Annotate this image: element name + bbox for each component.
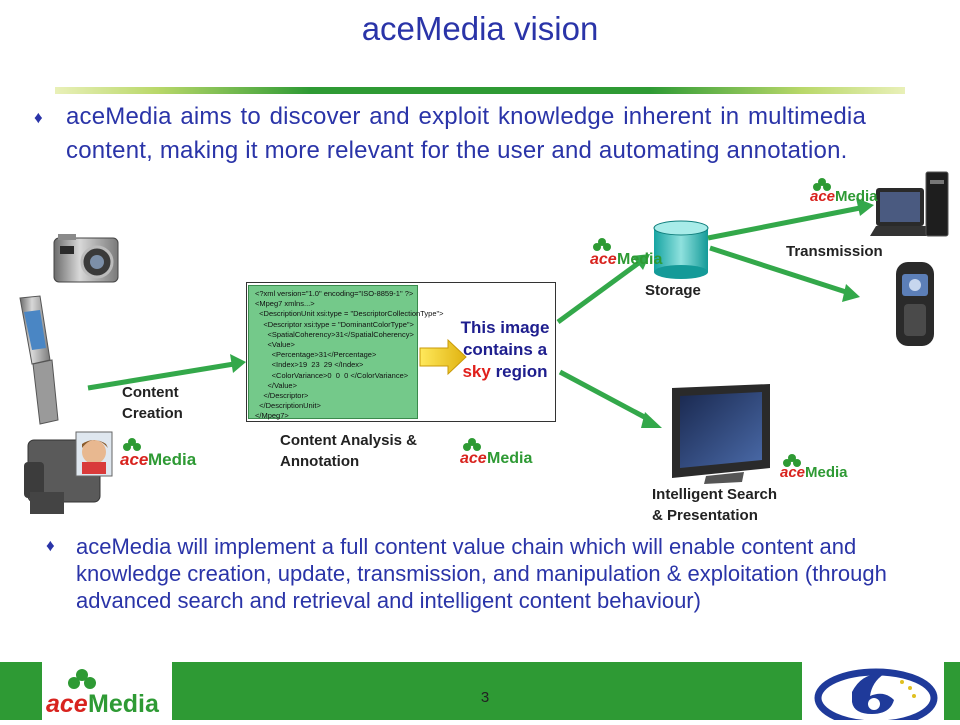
content-creation-label: Content Creation [122, 382, 183, 424]
acemedia-logo: ace Media [46, 669, 160, 718]
svg-text:Media: Media [835, 188, 878, 205]
storage-label: Storage [645, 282, 701, 299]
annotation-line-3-rest: region [490, 362, 548, 381]
svg-text:Media: Media [148, 450, 197, 469]
eu-fp6-logo [814, 668, 938, 725]
yellow-arrow-icon [419, 338, 467, 376]
title-underline [55, 87, 905, 94]
acemedia-logo: ace Media [780, 454, 848, 481]
digital-camera-icon [53, 234, 119, 283]
annotation-line-3: sky region [450, 361, 560, 383]
xml-line: </DescriptionUnit> [255, 401, 321, 411]
acemedia-logo: ace Media [120, 438, 197, 469]
camcorder-icon [24, 431, 113, 514]
xml-line: <DescriptionUnit xsi:type = "DescriptorC… [255, 309, 444, 319]
footer-eu-box [802, 662, 944, 725]
svg-text:ace: ace [46, 690, 88, 718]
mpeg7-xml-listing: <?xml version="1.0" encoding="ISO-8859-1… [248, 285, 444, 421]
page-number: 3 [480, 689, 490, 706]
xml-line: </Value> [255, 380, 297, 390]
svg-text:ace: ace [590, 251, 617, 268]
svg-text:Media: Media [487, 450, 532, 467]
storage-database-icon [653, 220, 709, 279]
label-line: Intelligent Search [652, 486, 778, 503]
search-arrow-icon [558, 369, 662, 428]
diamond-bullet-icon: ♦ [34, 108, 43, 127]
xml-line: </Mpeg7> [255, 411, 289, 421]
footer-logo-box: ace Media [42, 662, 172, 720]
svg-text:ace: ace [460, 450, 487, 467]
xml-line: <Descriptor xsi:type = "DominantColorTyp… [255, 319, 414, 329]
acemedia-logo: ace Media [810, 178, 878, 205]
xml-line: <Value> [255, 340, 295, 350]
label-line: Content [122, 384, 179, 401]
label-line: & Presentation [652, 507, 758, 524]
desktop-computer-icon [870, 171, 949, 237]
bullet-2-text: aceMedia will implement a full content v… [76, 534, 887, 613]
svg-text:ace: ace [780, 464, 805, 481]
xml-line: <SpatialCoherency>31</SpatialCoherency> [255, 329, 414, 339]
annotation-line-1: This image [460, 318, 550, 337]
storage-arrow-icon [556, 254, 650, 325]
annotation-sky-word: sky [462, 362, 491, 381]
label-line: Content Analysis & [280, 432, 417, 449]
label-line: Creation [122, 405, 183, 422]
annotation-result-text: This image contains a sky region [450, 317, 560, 383]
xml-line: <?xml version="1.0" encoding="ISO-8859-1… [255, 289, 414, 298]
xml-line: <ColorVariance>0 0 0 </ColorVariance> [255, 370, 409, 380]
bullet-1-text: aceMedia aims to discover and exploit kn… [66, 103, 866, 164]
svg-text:Media: Media [805, 464, 848, 481]
flip-phone-icon [19, 295, 59, 425]
acemedia-logo: ace Media [590, 238, 662, 268]
xml-line: <Mpeg7 xmlns...> [255, 299, 315, 309]
svg-text:ace: ace [120, 450, 148, 469]
xml-line: <Index>19 23 29 </Index> [255, 360, 364, 370]
xml-line: </Descriptor> [255, 391, 309, 401]
creation-arrow-icon [87, 354, 246, 391]
svg-text:Media: Media [88, 690, 160, 718]
annotation-line-2: contains a [462, 340, 548, 359]
acemedia-logo: ace Media [460, 438, 532, 467]
transmission-arrow-icon [707, 198, 874, 302]
slide-title: aceMedia vision [361, 10, 599, 47]
diamond-bullet-icon: ♦ [46, 536, 55, 555]
mobile-phone-icon [896, 262, 934, 346]
content-analysis-label: Content Analysis & Annotation [280, 430, 417, 472]
xml-line: <Percentage>31</Percentage> [255, 350, 377, 360]
svg-text:ace: ace [810, 188, 835, 205]
transmission-label: Transmission [786, 243, 883, 260]
intelligent-search-label: Intelligent Search & Presentation [652, 484, 777, 526]
label-line: Annotation [280, 453, 360, 470]
svg-text:Media: Media [617, 251, 662, 268]
flat-panel-display-icon [672, 384, 770, 484]
